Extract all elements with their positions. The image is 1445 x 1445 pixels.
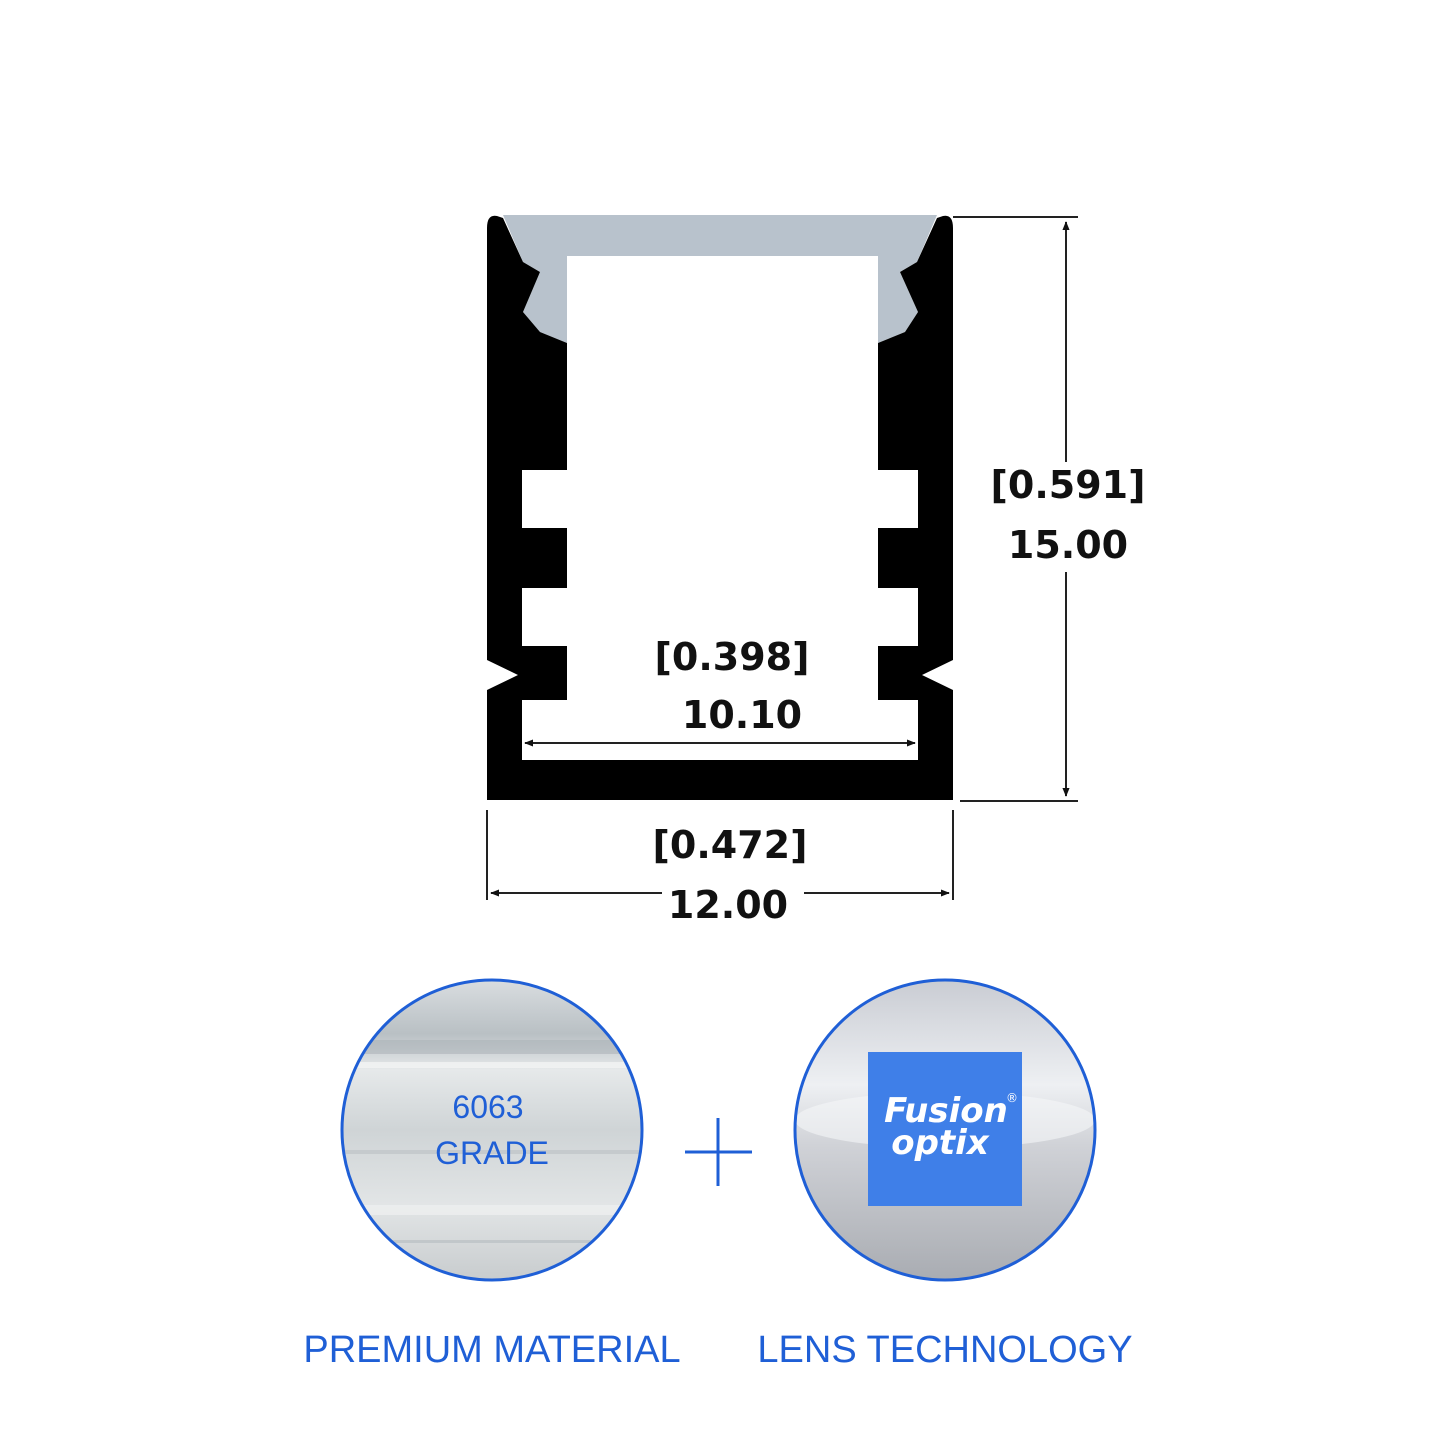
height-mm-label: 15.00 xyxy=(1008,523,1128,567)
outer-width-inch-label: [0.472] xyxy=(653,823,808,867)
inner-width-mm-label: 10.10 xyxy=(682,693,802,737)
aluminium-profile xyxy=(487,215,953,800)
inner-width-inch-label: [0.398] xyxy=(655,635,810,679)
logo-registered-mark: ® xyxy=(1006,1091,1018,1105)
plus-icon xyxy=(685,1118,752,1186)
fusion-optix-logo: Fusion optix ® xyxy=(868,1052,1022,1206)
lens-badge: Fusion optix ® xyxy=(793,978,1097,1282)
outer-width-mm-label: 12.00 xyxy=(668,883,788,927)
material-grade-label: GRADE xyxy=(435,1135,549,1171)
material-caption: PREMIUM MATERIAL xyxy=(303,1329,680,1371)
material-badge: 6063 GRADE xyxy=(340,978,644,1282)
height-inch-label: [0.591] xyxy=(991,463,1146,507)
lens-caption: LENS TECHNOLOGY xyxy=(757,1329,1132,1371)
material-grade-number: 6063 xyxy=(452,1089,523,1125)
logo-line-1: Fusion xyxy=(884,1091,1008,1131)
logo-line-2: optix xyxy=(891,1123,990,1163)
lens-cover xyxy=(503,215,937,343)
brushed-metal-texture xyxy=(342,1040,642,1243)
